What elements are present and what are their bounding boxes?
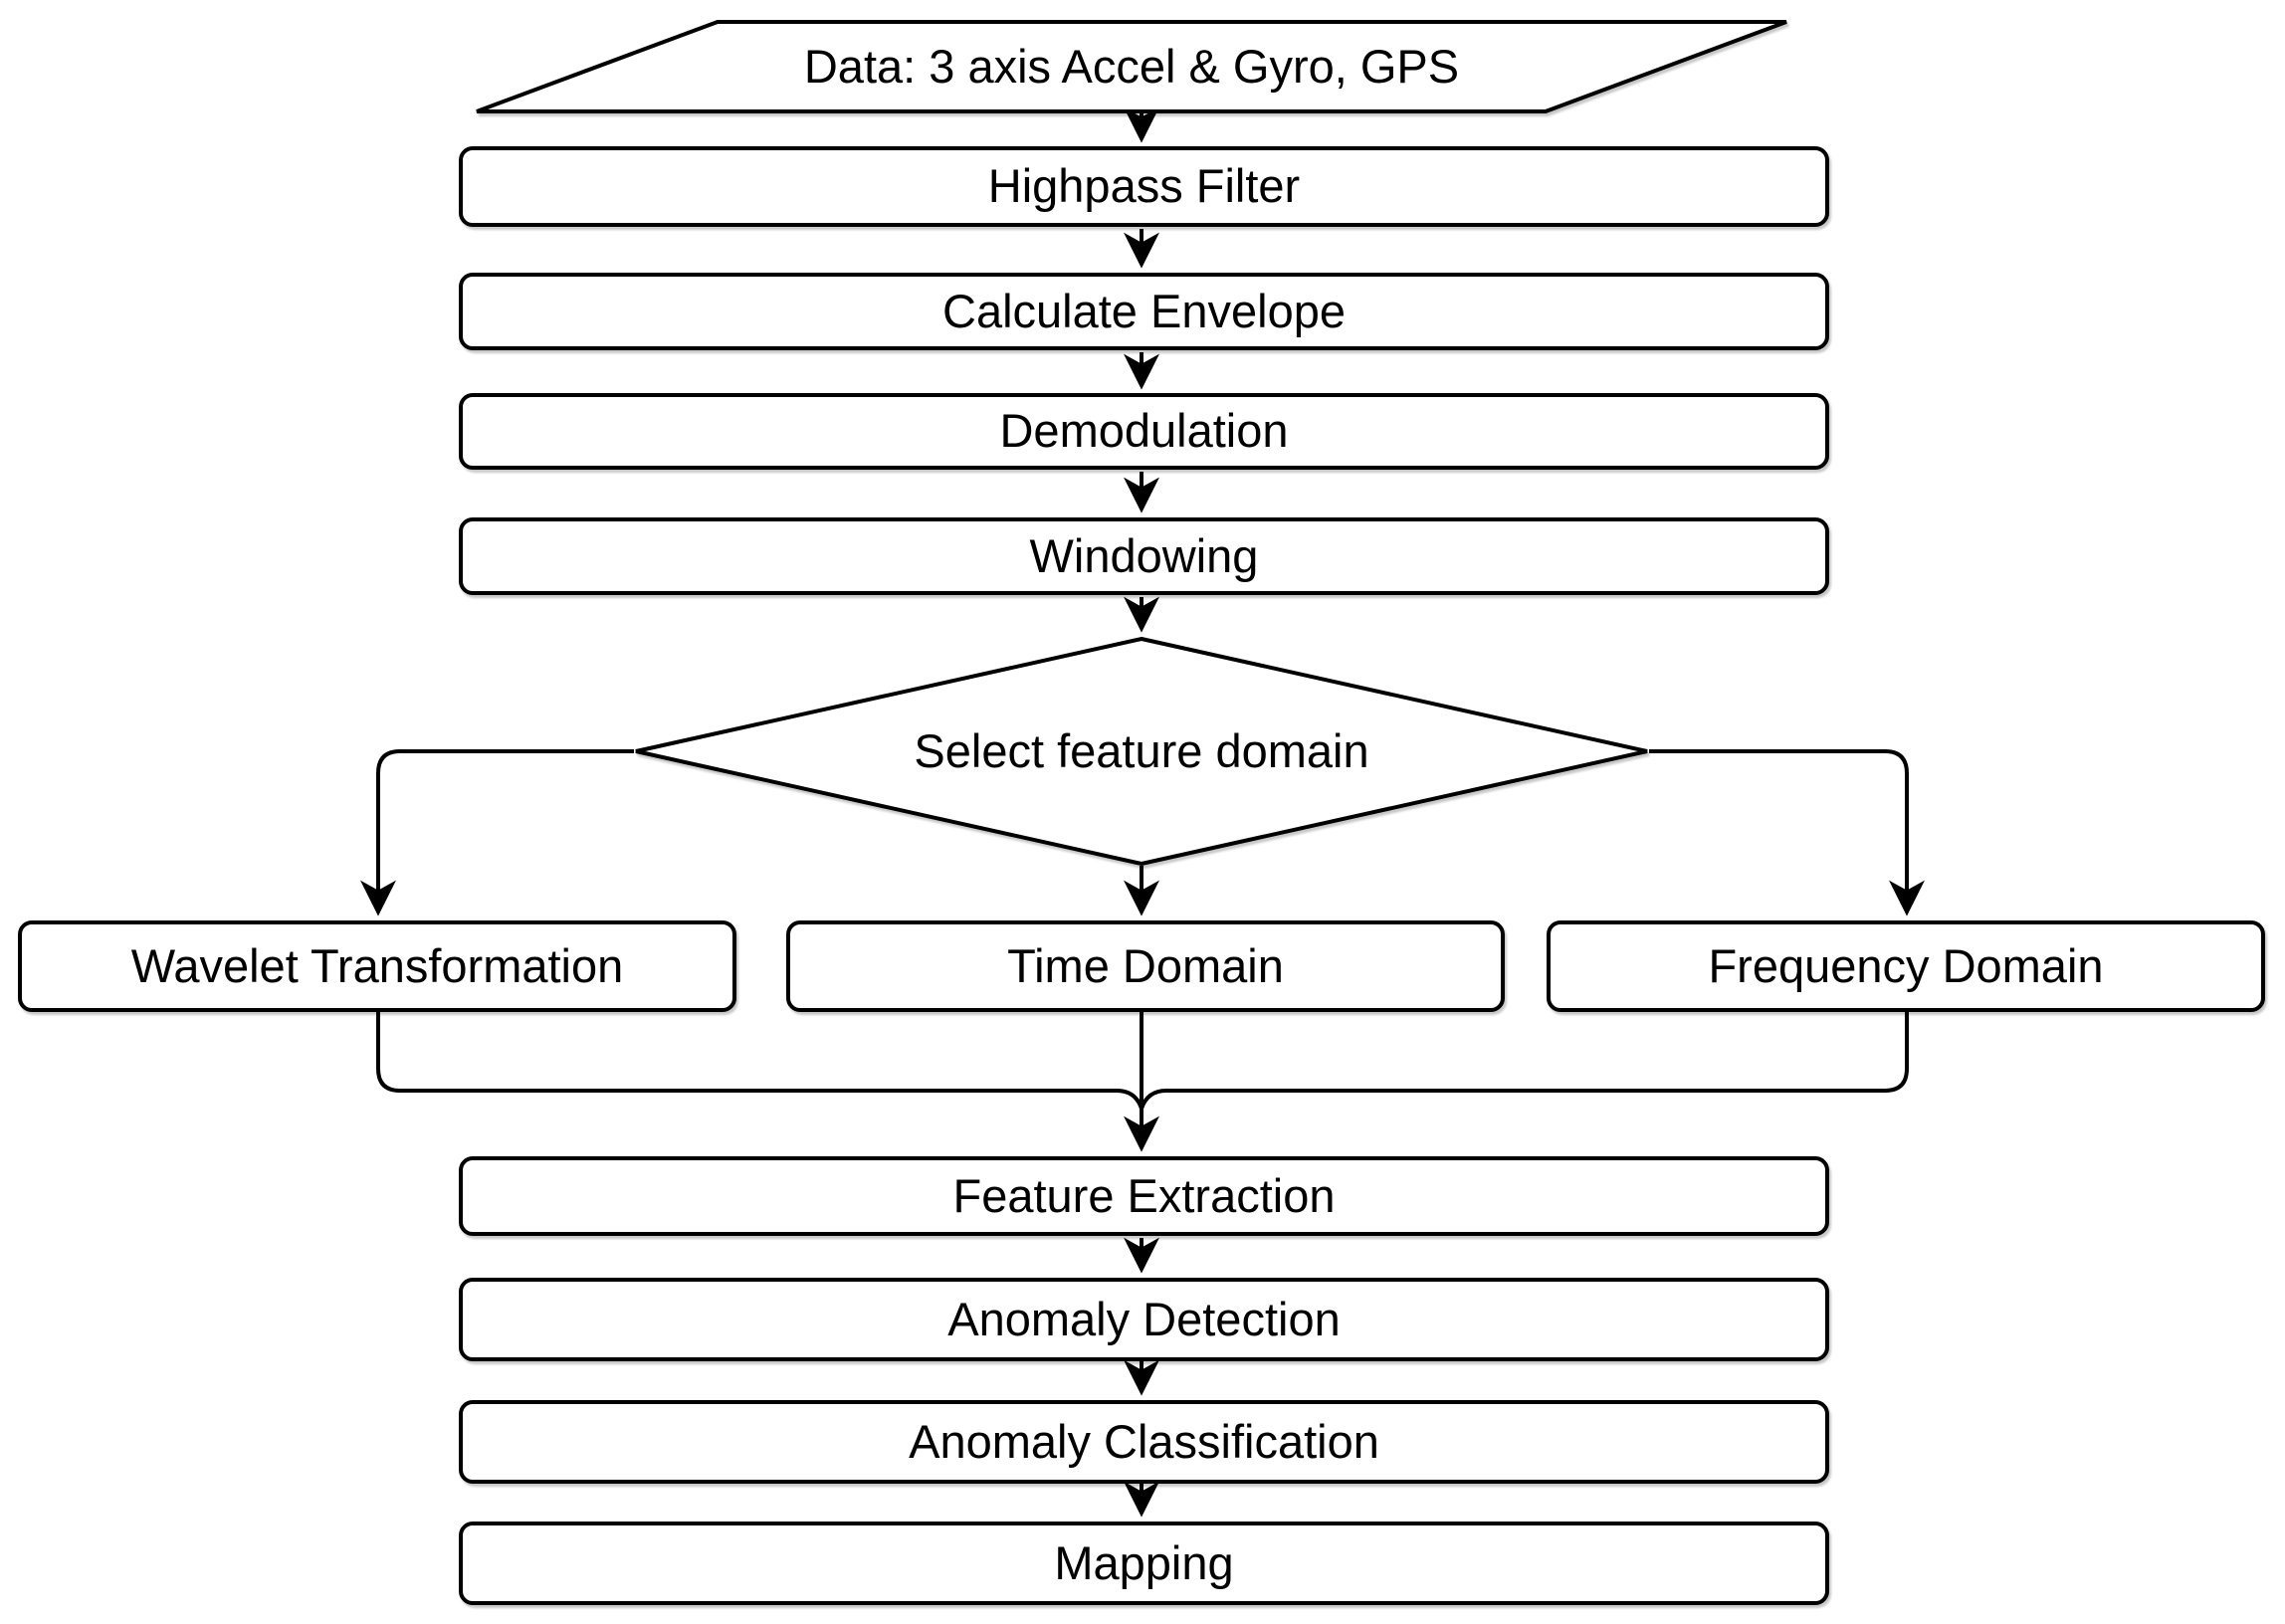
node-anomaly-classification-label: Anomaly Classification <box>909 1414 1379 1468</box>
node-frequency-domain: Frequency Domain <box>1547 920 2265 1012</box>
node-wavelet-transformation: Wavelet Transformation <box>18 920 736 1012</box>
node-demodulation: Demodulation <box>459 393 1829 470</box>
node-wavelet-transformation-label: Wavelet Transformation <box>130 938 624 992</box>
node-mapping-label: Mapping <box>1054 1535 1234 1589</box>
node-anomaly-classification: Anomaly Classification <box>459 1400 1829 1484</box>
node-select-feature-domain-label: Select feature domain <box>914 723 1369 777</box>
node-time-domain: Time Domain <box>786 920 1505 1012</box>
edge-decision-wavelet <box>360 749 634 916</box>
parallelogram-shape <box>476 20 1787 113</box>
node-feature-extraction-label: Feature Extraction <box>952 1168 1336 1222</box>
diamond-shape <box>635 637 1648 866</box>
node-calculate-envelope: Calculate Envelope <box>459 273 1829 350</box>
edge-decision-frequencydomain <box>1649 749 1925 916</box>
node-demodulation-label: Demodulation <box>999 404 1289 458</box>
node-data-input: Data: 3 axis Accel & Gyro, GPS <box>475 20 1788 113</box>
node-windowing: Windowing <box>459 517 1829 595</box>
node-time-domain-label: Time Domain <box>1007 938 1284 992</box>
node-anomaly-detection-label: Anomaly Detection <box>947 1292 1341 1345</box>
node-calculate-envelope-label: Calculate Envelope <box>942 284 1346 337</box>
edge-frequencydomain-merge <box>1140 1012 1909 1110</box>
node-highpass-filter: Highpass Filter <box>459 146 1829 227</box>
node-frequency-domain-label: Frequency Domain <box>1708 938 2104 992</box>
node-anomaly-detection: Anomaly Detection <box>459 1278 1829 1361</box>
node-feature-extraction: Feature Extraction <box>459 1156 1829 1236</box>
node-windowing-label: Windowing <box>1029 528 1259 582</box>
node-mapping: Mapping <box>459 1522 1829 1605</box>
edge-wavelet-merge <box>376 1012 1143 1110</box>
node-highpass-filter-label: Highpass Filter <box>987 159 1301 213</box>
node-data-input-label: Data: 3 axis Accel & Gyro, GPS <box>803 39 1460 93</box>
node-select-feature-domain: Select feature domain <box>634 637 1649 866</box>
